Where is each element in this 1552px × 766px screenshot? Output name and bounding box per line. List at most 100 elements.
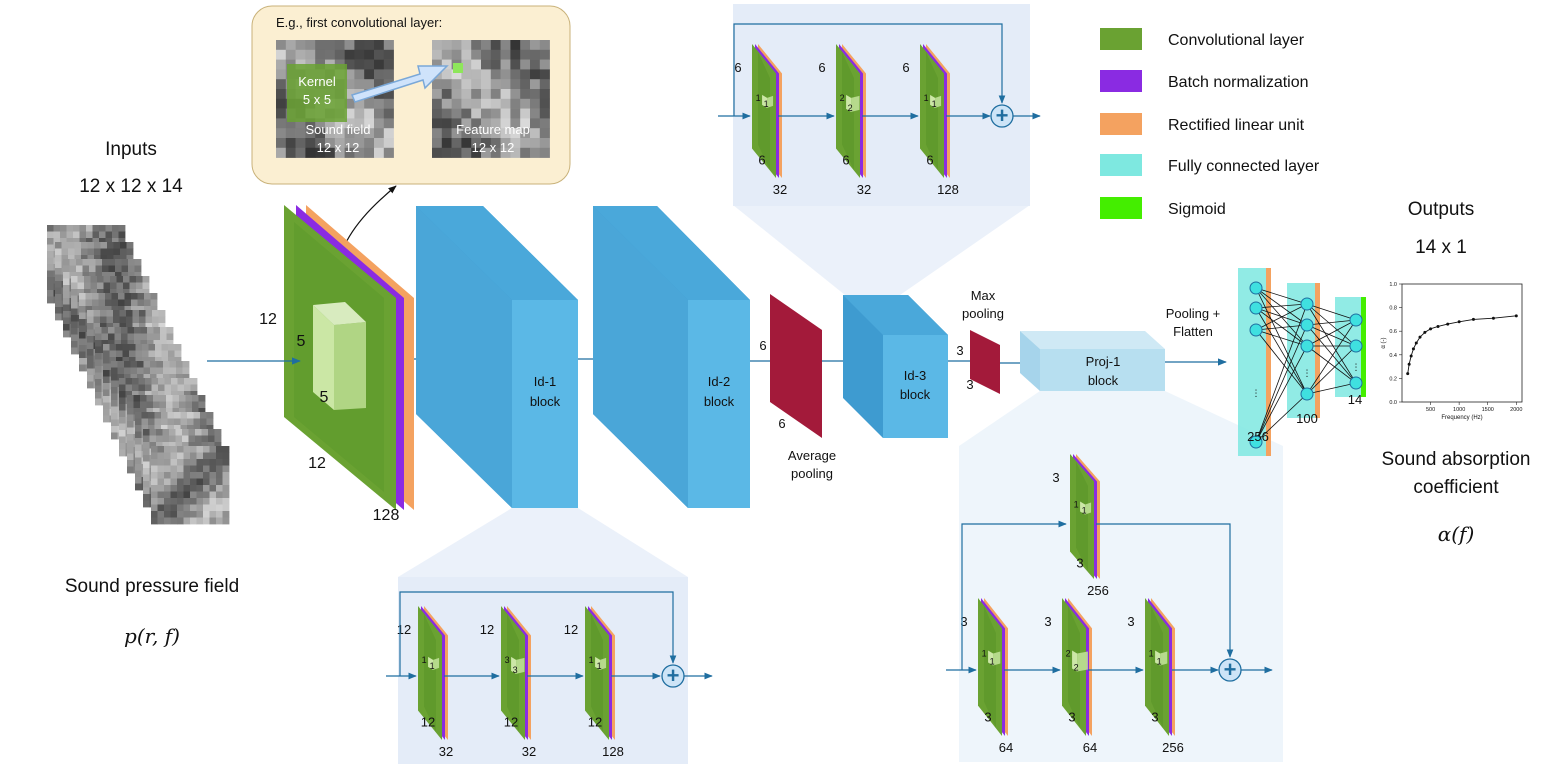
input-pixel <box>179 395 186 402</box>
grid-pixel <box>383 69 394 80</box>
proj1-block <box>1020 331 1165 391</box>
input-pixel <box>110 282 117 290</box>
kernel-label-1: Kernel <box>298 74 336 89</box>
input-pixel <box>103 363 110 371</box>
input-pixel <box>190 465 197 473</box>
grid-pixel <box>354 138 365 149</box>
grid-pixel <box>451 69 462 80</box>
input-pixel <box>160 333 167 341</box>
input-pixel <box>125 378 133 385</box>
grid-pixel <box>471 98 482 109</box>
input-pixel <box>164 498 171 505</box>
input-pixel <box>84 289 91 296</box>
input-pixel <box>47 277 54 284</box>
input-pixel <box>111 393 118 401</box>
input-pixel <box>155 350 162 358</box>
input-pixel <box>85 306 93 313</box>
input-pixel <box>114 333 122 341</box>
input-pixel <box>103 344 110 351</box>
input-pixel <box>209 517 217 525</box>
input-pixel <box>222 465 230 473</box>
input-pixel <box>174 418 181 426</box>
input-pixel <box>190 498 197 505</box>
grid-pixel <box>354 108 365 119</box>
input-pixel <box>79 231 87 239</box>
input-pixel <box>94 248 101 256</box>
kernel-cube-front <box>1160 651 1168 666</box>
input-pixel <box>150 293 158 300</box>
input-pixel <box>135 350 143 358</box>
input-pixel <box>183 498 191 505</box>
grid-pixel <box>490 108 501 119</box>
input-pixel <box>95 340 102 347</box>
input-pixel <box>86 231 93 239</box>
grid-pixel <box>481 69 492 80</box>
layer-height: 3 <box>1052 470 1059 485</box>
first-conv-width: 12 <box>308 455 326 472</box>
input-pixel <box>124 374 131 381</box>
plus-symbol: + <box>667 663 680 688</box>
fc-connection <box>1306 319 1357 326</box>
grid-pixel <box>344 138 355 149</box>
grid-pixel <box>344 108 355 119</box>
input-pixel <box>184 391 191 398</box>
input-pixel <box>111 380 118 388</box>
conv-slab-inner <box>591 614 603 732</box>
input-pixel <box>95 398 102 406</box>
input-pixel <box>177 384 185 392</box>
input-pixel <box>222 452 230 460</box>
input-pixel <box>164 465 171 473</box>
proj-panel-shortcut-in <box>961 520 1067 670</box>
input-pixel <box>193 412 201 419</box>
conv-layer <box>501 606 531 740</box>
grid-pixel <box>305 118 316 129</box>
input-pixel <box>144 293 151 300</box>
input-pixel <box>103 289 111 296</box>
input-pixel <box>164 446 171 453</box>
input-pixel <box>119 449 126 457</box>
input-pixel <box>177 498 184 505</box>
grid-pixel <box>490 138 501 149</box>
absorption-point <box>1409 354 1413 358</box>
input-pixel <box>97 276 104 283</box>
input-pixel <box>99 238 106 245</box>
input-pixel <box>107 242 114 249</box>
input-pixel <box>134 259 142 266</box>
fc-size-14: 14 <box>1348 392 1362 407</box>
proj1-label-1: Proj-1 <box>1086 354 1121 369</box>
field-label-1: Sound field <box>305 122 370 137</box>
kernel-dim-1: 3 <box>505 655 510 665</box>
input-pixel <box>216 485 223 492</box>
input-pixel <box>162 429 170 436</box>
input-pixel <box>134 265 142 273</box>
input-pixel <box>116 276 124 283</box>
grid-pixel <box>432 118 443 129</box>
kernel-square <box>287 64 347 122</box>
input-pixel <box>81 248 88 256</box>
input-pixel <box>141 418 149 426</box>
input-pixel <box>125 384 133 392</box>
grid-pixel <box>500 49 511 60</box>
input-pixel <box>99 231 106 239</box>
input-pixel <box>81 255 88 262</box>
kernel-dim-2: 3 <box>513 665 518 675</box>
input-pixel <box>214 435 222 443</box>
input-pixel <box>86 238 93 245</box>
fc-connection <box>1306 303 1357 321</box>
input-pixel <box>143 429 150 436</box>
legend-swatch-conv <box>1100 28 1142 50</box>
input-pixel <box>206 418 214 426</box>
input-pixel <box>115 272 122 279</box>
input-pixel <box>71 276 78 283</box>
fc-connection <box>1255 287 1308 326</box>
grid-pixel <box>520 118 531 129</box>
input-pixel <box>103 409 110 416</box>
grid-pixel <box>471 138 482 149</box>
input-pixel <box>141 412 149 419</box>
input-pixel <box>79 238 87 245</box>
input-pixel <box>209 491 217 499</box>
max-pool-label-2: pooling <box>962 306 1004 321</box>
input-pixel <box>118 293 125 300</box>
input-pixel <box>190 491 197 499</box>
input-pixel <box>89 272 96 279</box>
